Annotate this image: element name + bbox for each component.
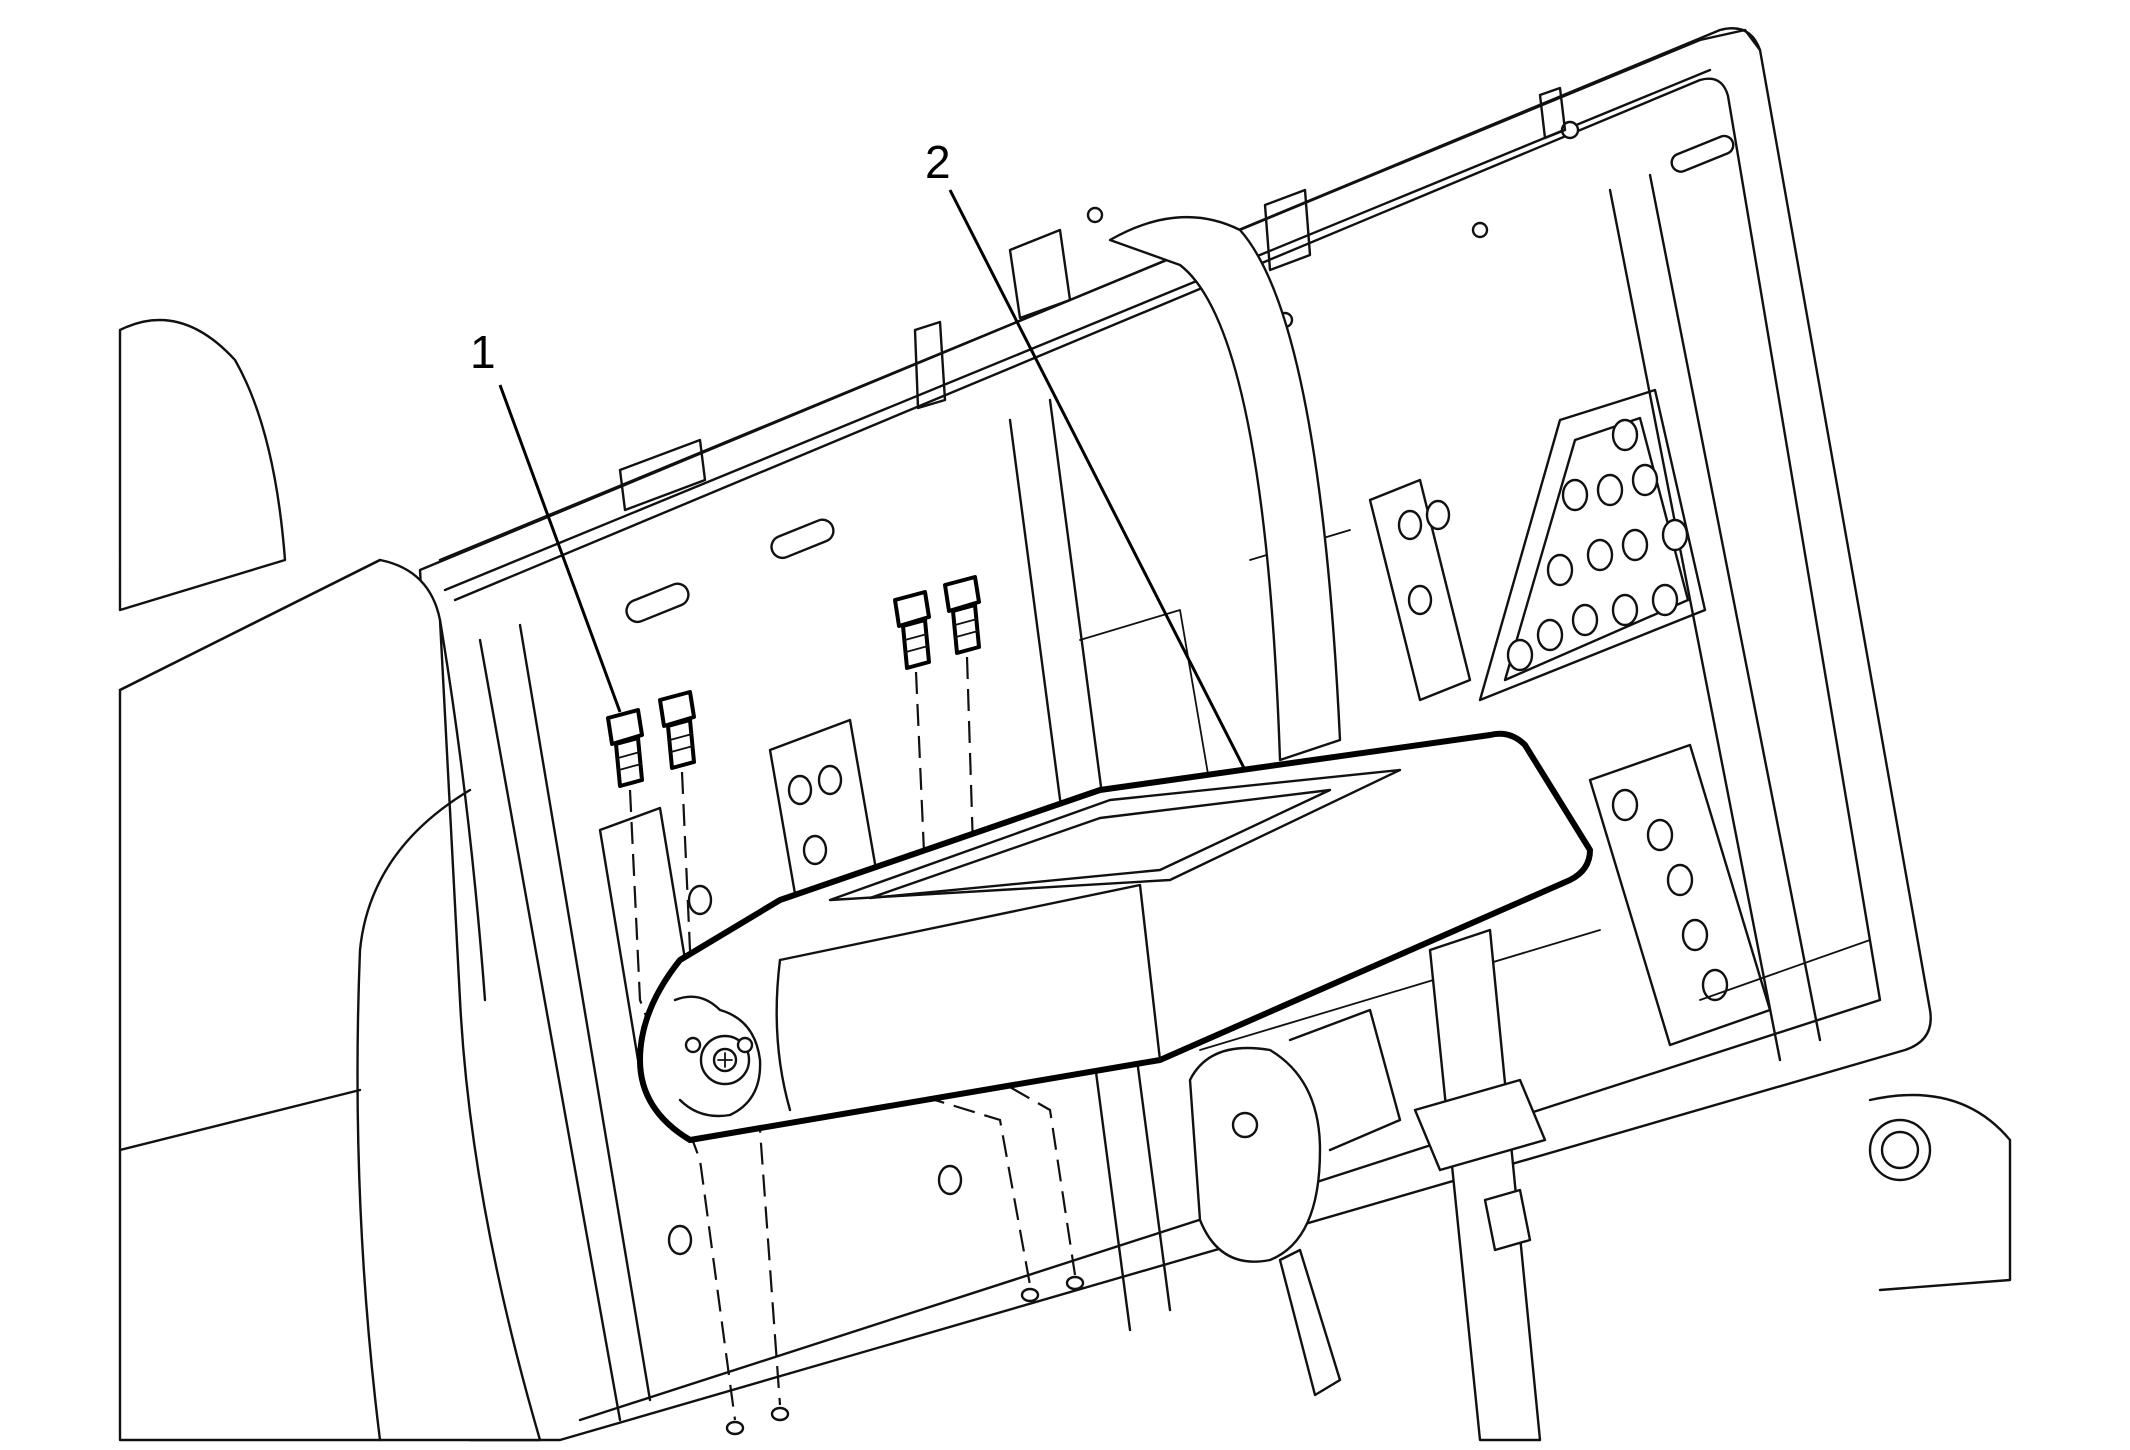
- bolt-2: [658, 690, 696, 770]
- seat-cushion-left: [118, 318, 542, 1442]
- callout-2-label: 2: [925, 136, 951, 188]
- bolt-1: [606, 708, 644, 788]
- callout-1-label: 1: [470, 326, 496, 378]
- bolt-4: [943, 575, 981, 655]
- recliner-mechanism: [1188, 1008, 2012, 1397]
- seat-belt: [1108, 215, 1547, 1442]
- callout-2-leader: [948, 189, 1247, 771]
- callout-1-leader: [498, 384, 622, 713]
- armrest-pivot: [673, 995, 762, 1118]
- armrest: [637, 730, 1593, 1143]
- bolt-3: [893, 590, 931, 670]
- bolt-guide-3: [914, 671, 1032, 1286]
- callout-1: 1: [470, 326, 622, 713]
- callout-2: 2: [925, 136, 1247, 771]
